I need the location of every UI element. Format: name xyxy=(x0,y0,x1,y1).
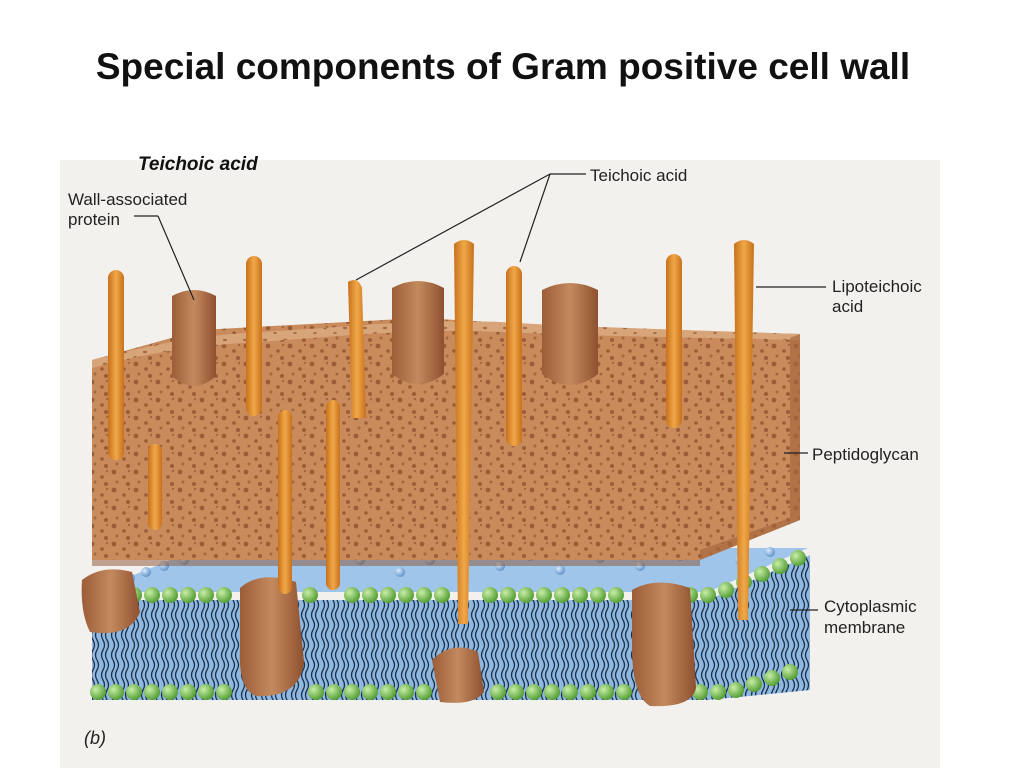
label-wall-protein-1: Wall-associated xyxy=(68,190,187,209)
membrane-proteins xyxy=(81,569,696,707)
label-teichoic-acid: Teichoic acid xyxy=(590,166,687,185)
teichoic-rods xyxy=(108,240,754,624)
label-wall-protein-2: protein xyxy=(68,210,120,229)
peptidoglycan-layer xyxy=(92,318,800,566)
label-peptidoglycan: Peptidoglycan xyxy=(812,445,919,464)
leader-lines xyxy=(134,173,826,611)
wall-associated-proteins xyxy=(172,281,598,386)
label-lipoteichoic-2: acid xyxy=(832,297,863,316)
panel-letter: (b) xyxy=(84,728,106,748)
label-membrane-2: membrane xyxy=(824,618,905,637)
label-lipoteichoic-1: Lipoteichoic xyxy=(832,277,922,296)
slide-title: Special components of Gram positive cell… xyxy=(95,46,911,87)
label-membrane-1: Cytoplasmic xyxy=(824,597,917,616)
subtitle: Teichoic acid xyxy=(138,154,258,175)
